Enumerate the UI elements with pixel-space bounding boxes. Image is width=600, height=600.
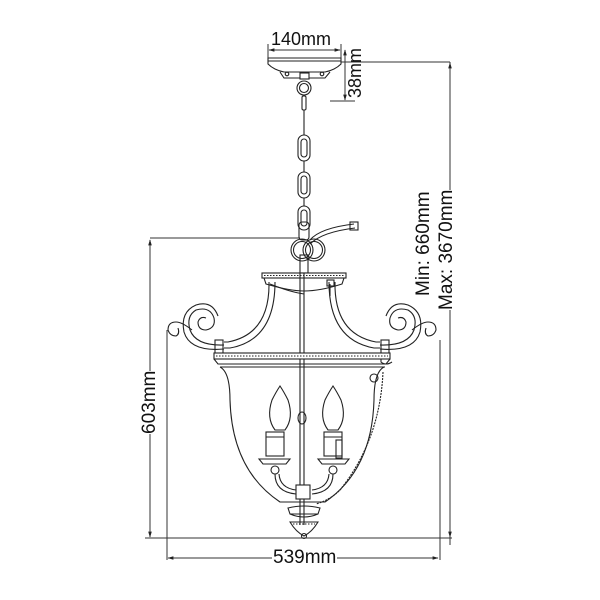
bead-gallery-rim [213, 352, 391, 368]
canopy-height-label: 38mm [345, 47, 365, 98]
body-height-label: 603mm [139, 370, 160, 434]
canopy-width-label: 140mm [271, 29, 332, 49]
fixture [167, 57, 437, 540]
drop-max-label: Max: 3670mm [436, 189, 457, 310]
ceiling-canopy [267, 57, 342, 80]
canopy-loop [296, 80, 312, 96]
candle-lamp-right [316, 385, 351, 475]
glass-bell-shade [219, 366, 385, 503]
chain [297, 110, 311, 241]
scroll-arms [167, 281, 437, 365]
dimension-lines [145, 44, 452, 560]
body-width-label: 539mm [272, 547, 338, 568]
side-cord [315, 371, 384, 505]
loop-hook [290, 221, 359, 274]
candle-arms [274, 473, 334, 500]
candle-lamp-left [257, 385, 292, 475]
bottom-finial [287, 505, 321, 540]
center-stem [297, 273, 307, 525]
drop-min-label: Min: 660mm [413, 191, 434, 296]
